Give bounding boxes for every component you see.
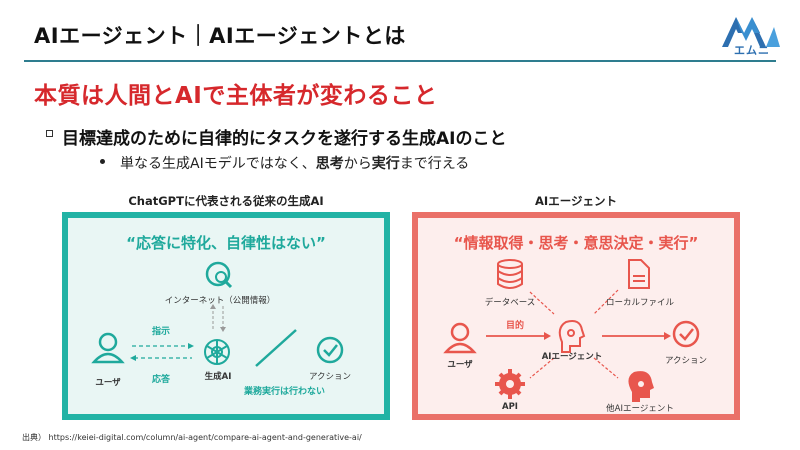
left-panel: “応答に特化、自律性はない” xyxy=(62,212,390,420)
api-gear-icon xyxy=(495,369,525,399)
left-panel-heading: “応答に特化、自律性はない” xyxy=(126,234,326,252)
other-agent-label: 他AIエージェント xyxy=(606,404,674,414)
action-check-icon xyxy=(316,336,344,364)
no-exec-label: 業務実行は行わない xyxy=(244,387,326,397)
bullet-main-text: 目標達成のために自律的にタスクを遂行する生成AIのこと xyxy=(62,129,507,149)
source-footer: 出典） https://keiei-digital.com/column/ai-… xyxy=(22,432,362,443)
purpose-label: 目的 xyxy=(506,321,525,331)
local-file-icon xyxy=(628,259,650,289)
internet-label: インターネット（公開情報） xyxy=(164,296,276,306)
ai-agent-icon xyxy=(558,320,586,353)
bullet-sub-post: まで行える xyxy=(399,156,470,172)
left-diagram xyxy=(91,261,344,367)
user-label: ユーザ xyxy=(447,360,473,370)
bullet-main: 目標達成のために自律的にタスクを遂行する生成AIのこと xyxy=(46,124,507,149)
purpose-arrow xyxy=(486,332,551,340)
internet-search-icon xyxy=(205,261,233,289)
right-diagram xyxy=(443,259,700,402)
action-arrow xyxy=(602,332,671,340)
agent-dashed-arrows xyxy=(529,289,619,379)
right-panel-caption: AIエージェント xyxy=(535,194,617,208)
user-label: ユーザ xyxy=(95,378,121,388)
bullet-sub: 単なる生成AIモデルではなく、思考から実行まで行える xyxy=(100,153,470,173)
action-check-icon xyxy=(672,320,700,348)
logo-text: エムニ xyxy=(734,44,770,57)
user-icon xyxy=(443,322,477,354)
response-label: 応答 xyxy=(152,375,171,385)
slide-title: AIエージェント｜AIエージェントとは xyxy=(34,24,406,48)
action-label: アクション xyxy=(308,372,352,382)
api-label: API xyxy=(502,402,518,412)
other-agent-icon xyxy=(628,371,654,402)
bullet-sub-strong1: 思考 xyxy=(315,156,344,172)
bullet-sub-strong2: 実行 xyxy=(371,156,400,172)
blocked-slash xyxy=(255,329,297,367)
bullet-sub-pre: 単なる生成AIモデルではなく、 xyxy=(120,156,316,172)
generative-ai-icon xyxy=(204,339,230,365)
action-label: アクション xyxy=(664,356,708,366)
headline: 本質は人間とAIで主体者が変わること xyxy=(34,83,438,109)
bullet-sub-mid: から xyxy=(343,156,372,172)
left-panel-caption: ChatGPTに代表される従来の生成AI xyxy=(128,194,324,208)
user-icon xyxy=(91,332,125,364)
instruction-label: 指示 xyxy=(152,327,171,337)
genai-label: 生成AI xyxy=(204,372,232,382)
instruction-response-arrows xyxy=(130,343,194,361)
right-panel-heading: “情報取得・思考・意思決定・実行” xyxy=(453,234,699,252)
right-panel: “情報取得・思考・意思決定・実行” xyxy=(412,212,740,420)
dot-bullet-icon xyxy=(100,159,105,164)
internet-dashed-arrows xyxy=(210,304,226,332)
source-prefix: 出典） xyxy=(22,433,46,442)
localfile-label: ローカルファイル xyxy=(605,298,674,308)
agent-label: AIエージェント xyxy=(541,352,603,362)
source-url[interactable]: https://keiei-digital.com/column/ai-agen… xyxy=(48,433,362,442)
database-icon xyxy=(497,259,523,289)
database-label: データベース xyxy=(484,298,536,308)
header-divider xyxy=(24,60,776,62)
emuni-logo-icon xyxy=(722,17,780,47)
square-bullet-icon xyxy=(46,130,53,137)
